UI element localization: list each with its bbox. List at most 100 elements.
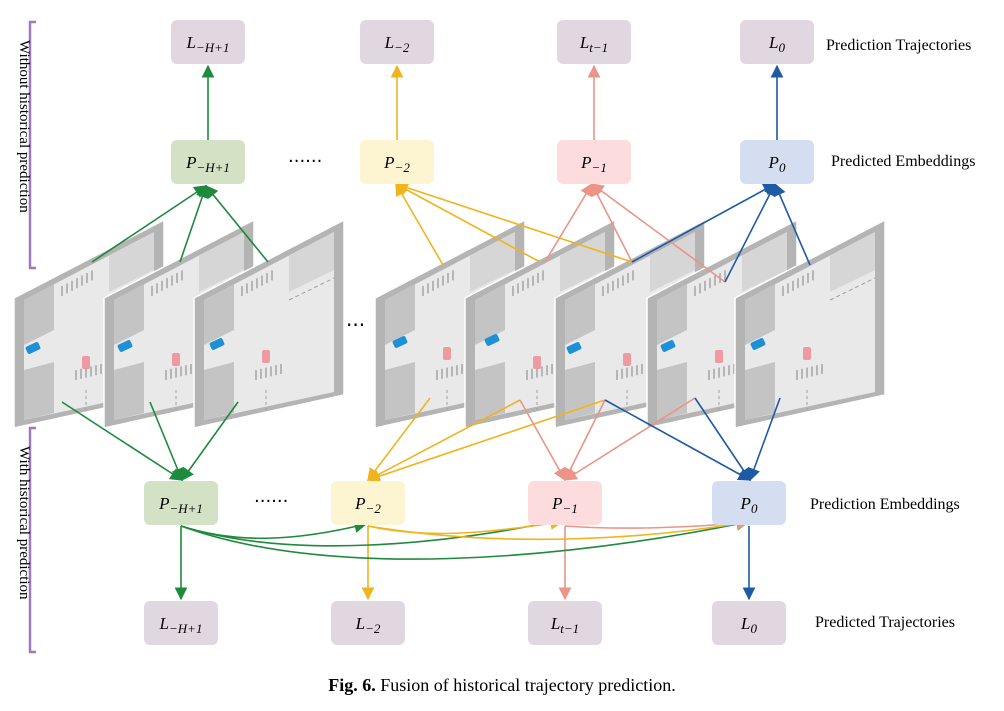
pink-car <box>262 350 270 363</box>
top-embeddings-label: Predicted Embeddings <box>831 153 975 170</box>
frames-ellipsis: ··· <box>346 313 365 337</box>
pink-car <box>715 350 723 363</box>
node-subscript: −1 <box>592 160 607 175</box>
history-edge <box>180 518 750 560</box>
blue-car <box>25 342 41 354</box>
pink-car <box>623 353 631 366</box>
node-subscript: −2 <box>395 160 411 175</box>
svg-text:Lt−1: Lt−1 <box>579 33 608 55</box>
node-subscript: −H+1 <box>169 621 202 636</box>
node-subscript: −2 <box>365 621 381 636</box>
top-l-node: L0 <box>740 20 814 64</box>
pink-car <box>443 347 451 360</box>
bottom-embeddings-label: Prediction Embeddings <box>810 496 960 513</box>
svg-text:L−2: L−2 <box>355 614 381 636</box>
svg-text:Lt−1: Lt−1 <box>550 614 579 636</box>
node-symbol: P <box>768 153 779 172</box>
frame-to-embedding-edge <box>395 182 444 266</box>
node-subscript: −2 <box>394 40 410 55</box>
node-symbol: P <box>551 494 562 513</box>
node-symbol: L <box>186 33 196 52</box>
frame-to-embedding-edge <box>564 399 606 482</box>
blue-car <box>566 342 582 354</box>
node-subscript: 0 <box>750 621 757 636</box>
node-subscript: −H+1 <box>196 160 229 175</box>
top-p-node: P−2 <box>360 140 434 184</box>
scene-frame <box>193 218 345 429</box>
blue-car <box>750 338 766 350</box>
frame-to-embedding-edge <box>366 399 521 481</box>
svg-text:L0: L0 <box>740 614 757 636</box>
history-edge <box>180 520 368 540</box>
frame-to-embedding-edge <box>544 182 593 263</box>
node-subscript: 0 <box>779 160 786 175</box>
history-edge <box>367 517 750 541</box>
frame-to-embedding-edge <box>181 401 239 482</box>
frame-to-embedding-edge <box>747 397 781 482</box>
node-symbol: L <box>384 33 394 52</box>
svg-text:P0: P0 <box>740 494 758 516</box>
connection-edges <box>61 64 811 601</box>
figure-caption: Fig. 6. Fusion of historical trajectory … <box>0 675 1004 696</box>
node-subscript: −H+1 <box>169 501 202 516</box>
top-l-node: Lt−1 <box>557 20 631 64</box>
bottom-trajectories-label: Predicted Trajectories <box>815 614 955 631</box>
bottom-row-ellipsis: ······ <box>254 491 288 512</box>
caption-text: Fusion of historical trajectory predicti… <box>380 675 676 695</box>
top-side-label: Without historical prediction <box>16 40 32 213</box>
bottom-side-bracket: With historical prediction <box>16 426 36 654</box>
top-l-node: L−H+1 <box>171 20 245 64</box>
frame-to-embedding-edge <box>394 183 541 263</box>
node-symbol: L <box>740 614 750 633</box>
history-edge <box>180 516 564 547</box>
svg-text:P−1: P−1 <box>580 153 607 175</box>
blue-car <box>392 336 408 348</box>
frame-to-embedding-edge <box>694 397 751 482</box>
frame-to-embedding-edge <box>179 184 209 263</box>
svg-text:L−H+1: L−H+1 <box>159 614 203 636</box>
svg-text:P−1: P−1 <box>551 494 578 516</box>
top-row-ellipsis: ······ <box>288 151 322 172</box>
frame-to-embedding-edge <box>149 401 184 482</box>
bottom-l-node: L−2 <box>331 601 405 645</box>
node-subscript: −1 <box>563 501 578 516</box>
blue-car <box>660 340 676 352</box>
scene-frame <box>734 218 886 429</box>
node-subscript: −2 <box>366 501 382 516</box>
svg-text:P−H+1: P−H+1 <box>185 153 230 175</box>
node-symbol: P <box>158 494 169 513</box>
node-symbol: P <box>740 494 751 513</box>
blue-car <box>484 334 500 346</box>
frame-to-embedding-edge <box>631 183 777 263</box>
frame-to-embedding-edge <box>366 399 606 483</box>
svg-text:P−2: P−2 <box>383 153 410 175</box>
top-p-node: P−1 <box>557 140 631 184</box>
frame-to-embedding-edge <box>367 397 431 482</box>
frame-to-embedding-edge <box>519 399 566 482</box>
bottom-l-node: L−H+1 <box>144 601 218 645</box>
frame-to-embedding-edge <box>590 183 726 283</box>
node-symbol: P <box>580 153 591 172</box>
bottom-p-node: P0 <box>712 481 786 525</box>
bottom-p-node: P−1 <box>528 481 602 525</box>
frame-to-embedding-edge <box>394 181 633 263</box>
frame-to-embedding-edge <box>591 182 633 263</box>
node-symbol: P <box>383 153 394 172</box>
node-symbol: L <box>550 614 560 633</box>
frame-to-embedding-edge <box>61 401 184 481</box>
svg-text:P−H+1: P−H+1 <box>158 494 203 516</box>
svg-text:P−2: P−2 <box>354 494 381 516</box>
node-subscript: t−1 <box>560 621 579 636</box>
node-subscript: −H+1 <box>196 40 229 55</box>
frame-to-embedding-edge <box>91 185 208 263</box>
node-symbol: L <box>768 33 778 52</box>
frame-to-embedding-edge <box>604 399 752 481</box>
frame-to-embedding-edge <box>205 185 269 263</box>
svg-text:L−H+1: L−H+1 <box>186 33 230 55</box>
top-side-bracket: Without historical prediction <box>16 20 36 270</box>
node-subscript: t−1 <box>589 40 608 55</box>
top-p-node: P0 <box>740 140 814 184</box>
top-l-node: L−2 <box>360 20 434 64</box>
